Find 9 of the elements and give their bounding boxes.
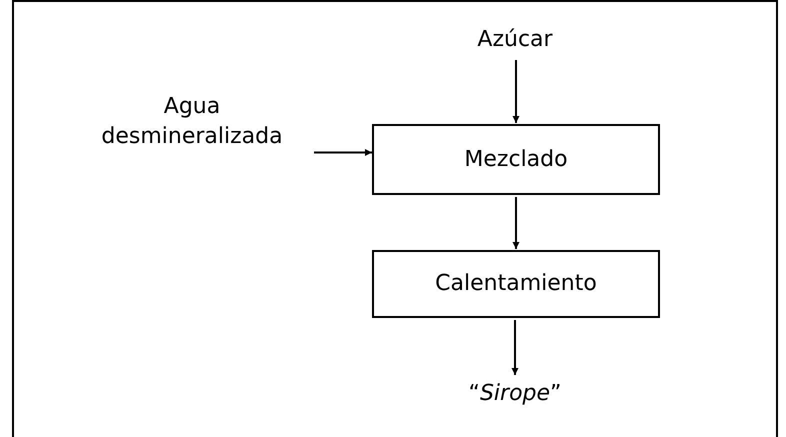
- input-output-label: “Sirope”: [455, 376, 575, 412]
- process-box: Mezclado: [372, 124, 660, 195]
- arrow: [512, 60, 520, 123]
- input-output-label: Agua desmineralizada: [92, 90, 292, 154]
- arrow: [512, 197, 520, 249]
- input-output-label: Azúcar: [455, 22, 575, 58]
- process-box: Calentamiento: [372, 250, 660, 318]
- arrow: [314, 149, 372, 156]
- arrow: [512, 320, 518, 375]
